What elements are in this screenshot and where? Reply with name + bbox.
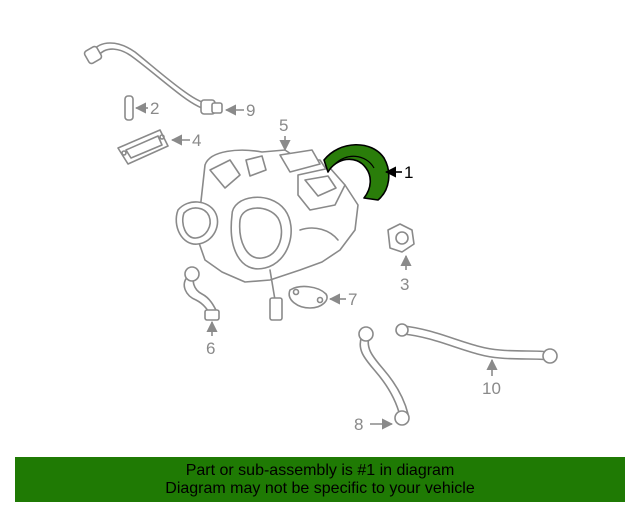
banner-line-1: Part or sub-assembly is #1 in diagram [185, 461, 455, 479]
part-3-nut [387, 223, 415, 253]
callout-7: 7 [328, 290, 357, 309]
callout-9: 9 [224, 101, 255, 120]
info-banner: Part or sub-assembly is #1 in diagram Di… [15, 457, 625, 502]
callout-1: 1 [384, 163, 413, 182]
callout-6: 6 [206, 320, 218, 358]
callout-10: 10 [482, 358, 501, 398]
part-10-tube [395, 323, 558, 364]
part-2-stud [124, 95, 134, 121]
callout-3-label: 3 [400, 275, 409, 294]
banner-line-2: Diagram may not be specific to your vehi… [165, 479, 475, 497]
turbocharger-body [175, 149, 359, 321]
part-6-drain-tube [183, 266, 220, 321]
callout-2: 2 [134, 99, 159, 118]
parts-diagram: 1 2 3 4 5 6 7 8 9 10 [83, 42, 558, 434]
callout-4-label: 4 [192, 131, 201, 150]
callout-8-label: 8 [354, 415, 363, 434]
callout-8: 8 [354, 415, 394, 434]
callout-10-label: 10 [482, 379, 501, 398]
part-1-highlighted [323, 144, 390, 201]
part-9-oil-feed-line [83, 42, 223, 115]
callout-5-label: 5 [279, 116, 288, 135]
callout-7-label: 7 [348, 290, 357, 309]
callout-3: 3 [400, 254, 412, 294]
callout-1-label: 1 [404, 163, 413, 182]
callout-5: 5 [279, 116, 291, 152]
callout-2-label: 2 [150, 99, 159, 118]
part-4-gasket [117, 129, 169, 165]
callout-6-label: 6 [206, 339, 215, 358]
part-8-tube [358, 326, 410, 426]
callout-4: 4 [170, 131, 201, 150]
part-7-gasket [288, 285, 328, 309]
callout-9-label: 9 [246, 101, 255, 120]
